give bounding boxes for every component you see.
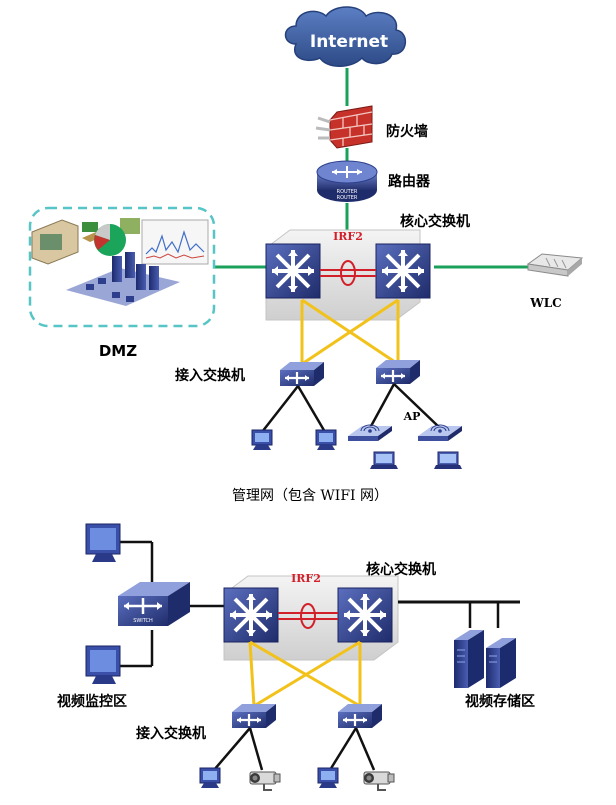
laptop-left-icon	[369, 451, 399, 470]
top-access-switch-right-icon	[374, 358, 422, 386]
core-switch-left-icon	[264, 242, 322, 300]
video-storage-links	[398, 600, 520, 628]
top-pc-right-icon	[315, 429, 337, 451]
bottom-core-switch-right-icon	[336, 586, 394, 644]
bottom-irf-label: IRF2	[291, 572, 321, 585]
wlc-label: WLC	[529, 296, 561, 310]
firewall-label: 防火墙	[386, 123, 428, 140]
top-access-switch-label: 接入交换机	[175, 367, 245, 384]
bottom-pc-left-icon	[199, 767, 221, 789]
router-text-1: ROUTER	[337, 189, 358, 195]
camera-right-icon	[363, 771, 395, 791]
video-monitor-pc-bottom-icon	[85, 645, 121, 684]
video-monitor-links	[120, 540, 226, 668]
dmz-zone	[28, 206, 216, 328]
ap-label: AP	[403, 410, 421, 423]
top-pc-left-icon	[251, 429, 273, 451]
dmz-pie-chart-icon	[94, 224, 126, 256]
bottom-endpoint-links	[213, 727, 376, 771]
dmz-server-room-icon	[66, 252, 180, 306]
router-icon: ROUTER ROUTER 路由器	[316, 160, 431, 202]
bottom-access-switch-right-icon	[336, 702, 384, 730]
ap-left-icon	[347, 424, 393, 442]
bottom-access-switch-left-icon	[230, 702, 278, 730]
internet-label: Internet	[310, 32, 388, 52]
switch-text: SWITCH	[133, 618, 153, 624]
video-storage-label: 视频存储区	[465, 693, 535, 710]
irf-label: IRF2	[333, 230, 363, 243]
bottom-core-switch-label: 核心交换机	[366, 561, 436, 578]
bottom-core-switch-left-icon	[222, 586, 280, 644]
dmz-room-icon	[31, 218, 140, 265]
core-switch-label: 核心交换机	[400, 213, 470, 230]
bottom-core-switch-stack: IRF2 核心交换机	[222, 561, 436, 661]
bottom-diagram: SWITCH 视频监控区 IRF2 核心交换机	[57, 523, 535, 791]
ap-right-icon	[417, 424, 463, 442]
video-monitor-label: 视频监控区	[57, 693, 127, 710]
firewall-icon: 防火墙	[315, 105, 428, 149]
top-endpoint-links	[261, 383, 441, 433]
router-text-2: ROUTER	[337, 195, 358, 201]
top-diagram-caption: 管理网（包含 WIFI 网）	[232, 488, 388, 504]
bottom-access-switch-label: 接入交换机	[136, 725, 206, 742]
video-monitor-switch-icon: SWITCH	[118, 582, 190, 626]
dmz-line-chart-icon	[141, 219, 209, 265]
laptop-right-icon	[433, 451, 463, 470]
video-storage-server-icon	[454, 630, 516, 688]
top-diagram: Internet 防火墙 ROUTER ROUTER 路由器	[28, 6, 584, 504]
top-yellow-links	[300, 298, 400, 366]
internet-green-links	[215, 68, 530, 269]
core-switch-right-icon	[374, 242, 432, 300]
irf-ring-icon	[340, 260, 356, 286]
dmz-label: DMZ	[99, 342, 137, 360]
video-monitor-pc-top-icon	[85, 523, 121, 562]
core-switch-stack: IRF2 核心交换机	[264, 213, 470, 321]
bottom-irf-ring-icon	[300, 603, 316, 629]
bottom-yellow-links	[248, 640, 362, 708]
wlc-icon	[526, 253, 584, 277]
camera-left-icon	[249, 771, 281, 791]
router-label: 路由器	[388, 173, 431, 190]
internet-cloud-icon: Internet	[284, 6, 406, 67]
top-access-switch-left-icon	[278, 360, 326, 388]
bottom-pc-right-icon	[317, 767, 339, 789]
